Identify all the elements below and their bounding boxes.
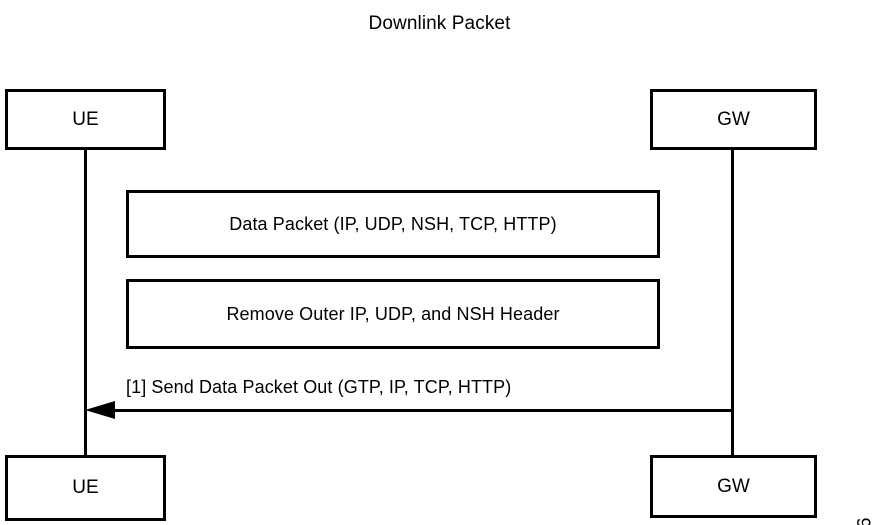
message-label-send-data-packet-out: [1] Send Data Packet Out (GTP, IP, TCP, … — [126, 377, 512, 397]
actor-box-ue-top: UE — [5, 89, 166, 150]
arrow-line — [102, 409, 734, 412]
actor-box-gw-top: GW — [650, 89, 817, 150]
action-box-remove-header: Remove Outer IP, UDP, and NSH Header — [126, 279, 660, 349]
figure-id: 427296 — [854, 517, 875, 525]
actor-box-gw-bottom: GW — [650, 455, 817, 518]
message-arrow-gw-to-ue — [84, 400, 734, 422]
actor-box-ue-bottom: UE — [5, 455, 166, 521]
lifeline-ue — [84, 150, 87, 456]
arrow-head-left-icon — [85, 401, 115, 419]
action-box-data-packet: Data Packet (IP, UDP, NSH, TCP, HTTP) — [126, 190, 660, 258]
page-title: Downlink Packet — [368, 13, 511, 34]
lifeline-gw — [731, 150, 734, 456]
